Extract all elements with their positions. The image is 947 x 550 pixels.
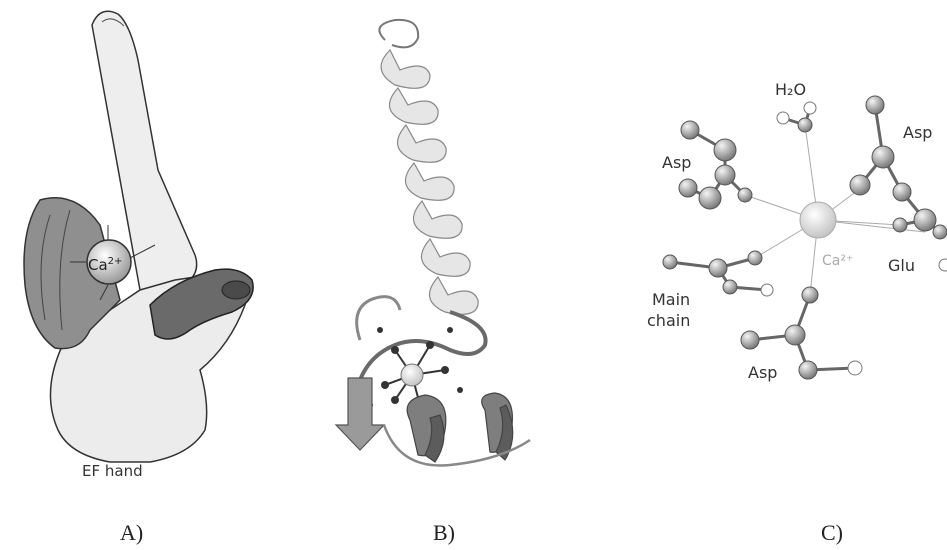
- caption-b: B): [433, 520, 455, 546]
- alpha-helix-upper: [381, 50, 478, 314]
- ribbon-structure-drawing: [300, 0, 600, 510]
- calcium-ion: [800, 202, 836, 238]
- asp-left-label: Asp: [662, 155, 691, 171]
- panel-a-ef-hand: Ca2+ EF hand A): [0, 0, 300, 550]
- coordination-drawing: [600, 0, 947, 510]
- bonds: [670, 105, 940, 370]
- main-chain-label-line1: Main: [652, 292, 690, 308]
- asp-right-label: Asp: [903, 125, 932, 141]
- caption-a: A): [120, 520, 143, 546]
- calcium-ion-label: Ca2+: [88, 256, 122, 274]
- ef-hand-label: EF hand: [82, 462, 143, 480]
- top-loop: [379, 20, 418, 48]
- calcium-ion: [401, 364, 423, 386]
- water-label: H₂O: [775, 82, 806, 98]
- lower-helices: [407, 393, 513, 462]
- panel-b-ribbon-structure: B): [300, 0, 600, 550]
- glu-label: Glu: [888, 258, 915, 274]
- calcium-label: Ca²⁺: [822, 253, 853, 269]
- asp-bottom-label: Asp: [748, 365, 777, 381]
- main-chain-label-line2: chain: [647, 313, 690, 329]
- beta-strand-arrow: [336, 378, 384, 450]
- caption-c: C): [821, 520, 843, 546]
- panel-c-coordination: H₂O Asp Asp Glu Ca²⁺ Main chain Asp C): [600, 0, 947, 550]
- calcium-binding-loop: [360, 312, 486, 380]
- ef-hand-drawing: [0, 0, 300, 510]
